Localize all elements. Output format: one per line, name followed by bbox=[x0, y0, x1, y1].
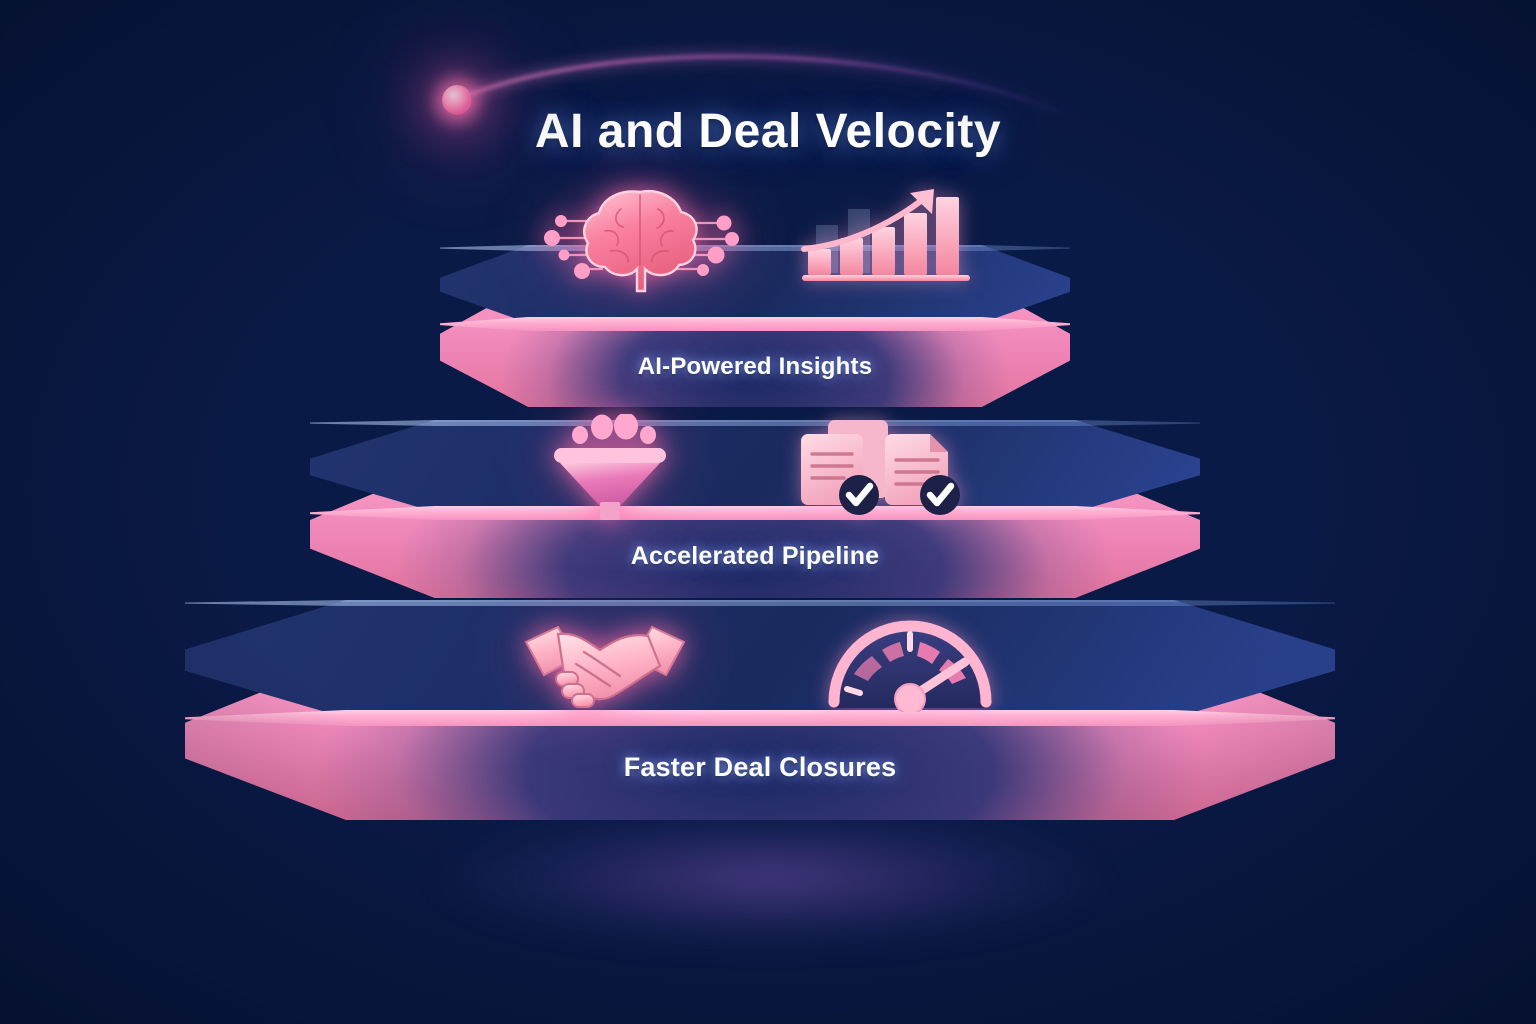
pyramid-tier-2[interactable]: Accelerated Pipeline bbox=[310, 414, 1200, 600]
tier-2-icons bbox=[310, 414, 1200, 522]
sales-funnel-icon bbox=[554, 414, 666, 520]
tier-3-top-highlight bbox=[185, 600, 1335, 606]
tier-3-rim bbox=[185, 710, 1335, 726]
verified-documents-icon bbox=[801, 420, 960, 515]
pyramid-tier-1[interactable]: AI-Powered Insights bbox=[440, 189, 1070, 407]
tier-2-label: Accelerated Pipeline bbox=[630, 542, 880, 570]
tier-1-rim bbox=[440, 317, 1070, 331]
growth-bar-chart-icon bbox=[801, 189, 970, 281]
speedometer-gauge-icon bbox=[828, 620, 992, 712]
tier-3-icons bbox=[185, 612, 1335, 712]
pyramid-tier-3[interactable]: Faster Deal Closures bbox=[185, 600, 1335, 825]
tier-1-label: AI-Powered Insights bbox=[637, 353, 873, 380]
ai-brain-icon bbox=[544, 189, 739, 293]
handshake-icon bbox=[524, 625, 686, 708]
tier-1-icons bbox=[440, 183, 1070, 301]
tier-3-label: Faster Deal Closures bbox=[623, 752, 897, 782]
